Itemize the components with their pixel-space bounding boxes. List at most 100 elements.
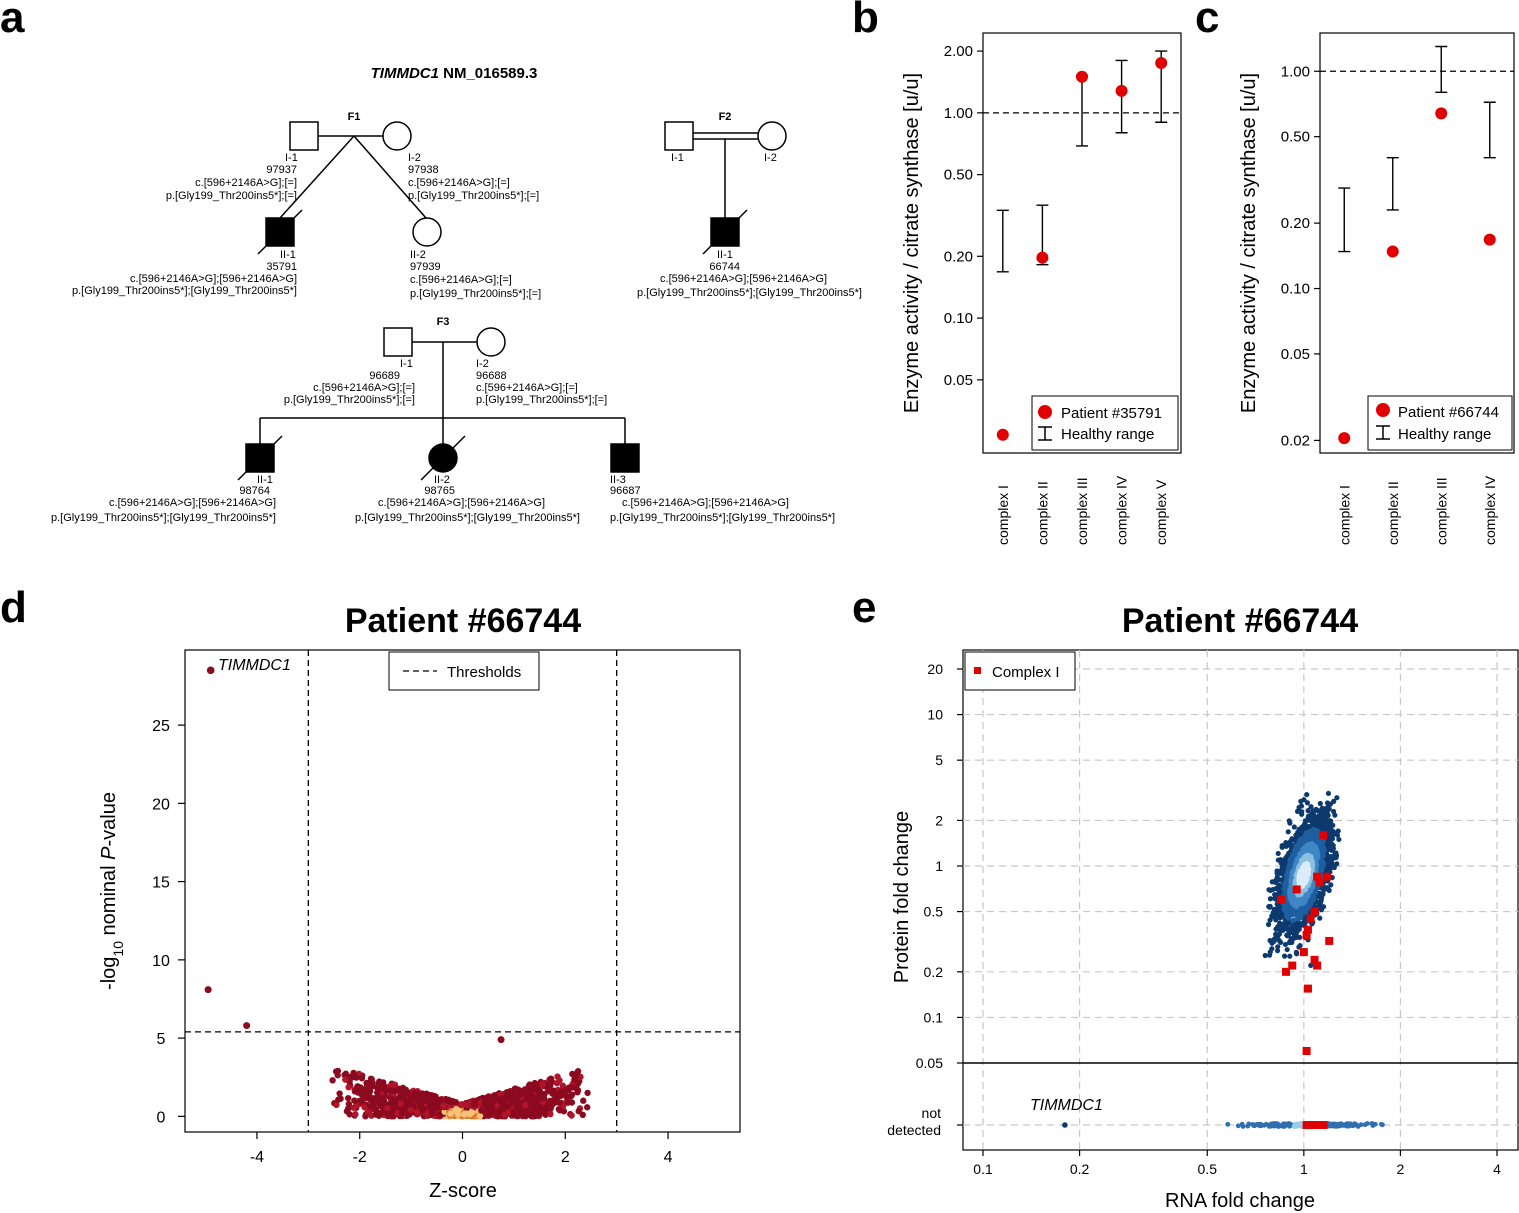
y-axis-label-b: Enzyme activity / citrate synthase [u/u] [901, 73, 923, 413]
svg-text:I-2: I-2 [764, 152, 777, 164]
d-gene-point [433, 1104, 440, 1111]
d-gene-point [342, 1070, 350, 1077]
d-gene-point [413, 1109, 420, 1116]
svg-text:II-2: II-2 [434, 474, 450, 486]
e-not-detected-point [1335, 1123, 1341, 1129]
e-protein-point [1289, 924, 1295, 931]
d-gene-point [414, 1097, 421, 1104]
e-not-detected-point [1379, 1121, 1384, 1127]
svg-text:p.[Gly199_Thr200ins5*];[=]: p.[Gly199_Thr200ins5*];[=] [476, 394, 607, 406]
d-outlier-point [243, 1022, 251, 1030]
pedigree-panel: TIMMDC1 NM_016589.3 F1 F2 F3 [237, 65, 787, 481]
y-axis-label-e: Protein fold change [891, 811, 913, 983]
e-protein-point [1324, 800, 1331, 806]
d-gene-point [489, 1099, 497, 1106]
d-gene-point [402, 1086, 409, 1093]
d-gene-point [545, 1100, 553, 1107]
d-gene-point [367, 1075, 375, 1082]
d-gene-point [484, 1095, 492, 1102]
d-xtick-label: 4 [664, 1149, 673, 1166]
d-gene-point [516, 1109, 524, 1116]
svg-text:I-2: I-2 [408, 152, 421, 164]
f3-ii3-affected-male [610, 443, 640, 473]
svg-text:c.[596+2146A>G];[=]: c.[596+2146A>G];[=] [408, 177, 510, 189]
d-gene-point [536, 1090, 543, 1097]
e-protein-point [1308, 962, 1314, 969]
e-ytick-label: 1 [935, 858, 943, 874]
svg-text:p.[Gly199_Thr200ins5*];[Gly199: p.[Gly199_Thr200ins5*];[Gly199_Thr200ins… [610, 512, 835, 524]
e-ytick-label: 0.5 [924, 904, 944, 920]
d-gene-point [384, 1105, 391, 1112]
d-gene-point [462, 1110, 470, 1117]
svg-text:96688: 96688 [476, 370, 507, 382]
e-complex-i-point [1303, 925, 1312, 934]
d-gene-point [568, 1084, 576, 1091]
x-axis-label-e: RNA fold change [1165, 1190, 1315, 1212]
legend-complex-label: Complex I [992, 664, 1060, 681]
f2-i1-male [664, 121, 694, 151]
pedigree-title: TIMMDC1 NM_016589.3 [371, 65, 538, 82]
d-gene-point [345, 1084, 352, 1091]
panel-label-b: b [852, 0, 879, 42]
d-gene-point [348, 1074, 356, 1081]
e-protein-point [1334, 795, 1340, 801]
svg-text:p.[Gly199_Thr200ins5*];[Gly199: p.[Gly199_Thr200ins5*];[Gly199_Thr200ins… [637, 287, 862, 299]
e-not-detected-point [1353, 1122, 1359, 1128]
e-protein-point [1291, 824, 1297, 830]
svg-text:c.[596+2146A>G];[=]: c.[596+2146A>G];[=] [410, 274, 512, 286]
f1-ii2-female [412, 217, 442, 247]
f3-i2-female [476, 327, 506, 357]
d-gene-point [516, 1091, 523, 1099]
svg-text:c.[596+2146A>G];[596+2146A>G]: c.[596+2146A>G];[596+2146A>G] [660, 273, 827, 285]
c-range-bar [1338, 187, 1351, 253]
d-gene-point [498, 1095, 505, 1102]
d-gene-point [397, 1100, 404, 1107]
d-gene-point [553, 1096, 560, 1103]
e-complex-i-point [1299, 948, 1308, 957]
d-xtick-label: 2 [561, 1149, 570, 1166]
d-gene-point [335, 1096, 342, 1103]
e-highlight-point [1062, 1122, 1068, 1128]
c-range-bar [1483, 101, 1496, 159]
d-gene-point [368, 1094, 375, 1101]
svg-text:II-1: II-1 [717, 249, 733, 261]
b-patient-point [1155, 56, 1168, 69]
d-xtick-label: -4 [250, 1149, 264, 1166]
d-ytick-label: 0 [157, 1109, 166, 1126]
e-complex-i-point [1315, 878, 1324, 887]
d-gene-point [580, 1097, 587, 1104]
e-protein-point [1325, 790, 1332, 797]
svg-text:II-3: II-3 [610, 474, 626, 486]
svg-text:p.[Gly199_Thr200ins5*];[Gly199: p.[Gly199_Thr200ins5*];[Gly199_Thr200ins… [355, 512, 580, 524]
d-gene-point [574, 1089, 581, 1096]
b-ytick-label: 0.05 [944, 372, 973, 389]
d-gene-point [383, 1110, 391, 1117]
d-gene-point [499, 1103, 507, 1111]
d-gene-point [495, 1108, 503, 1116]
d-gene-point [545, 1087, 553, 1094]
family-label-f3: F3 [437, 316, 450, 328]
d-gene-point [553, 1079, 561, 1087]
d-gene-point [351, 1097, 358, 1104]
d-gene-point [390, 1103, 397, 1111]
y-axis-label-d: -log10 nominal P-value [98, 792, 126, 990]
b-range-bar [1076, 74, 1088, 147]
e-protein-point [1285, 829, 1291, 835]
e-not-detected-point [1370, 1123, 1376, 1128]
d-gene-point [361, 1092, 368, 1099]
d-gene-point [376, 1078, 383, 1085]
d-ytick-label: 25 [152, 718, 170, 735]
e-not-detected-point [1239, 1121, 1245, 1127]
d-gene-point [336, 1090, 343, 1097]
svg-text:II-2: II-2 [410, 249, 426, 261]
d-gene-point [395, 1087, 403, 1094]
svg-text:II-1: II-1 [257, 474, 273, 486]
d-ytick-label: 20 [152, 796, 170, 813]
e-not-detected-point [1287, 1122, 1293, 1127]
e-protein-point [1304, 800, 1310, 806]
svg-text:98764: 98764 [239, 485, 270, 497]
e-protein-point [1265, 921, 1272, 928]
c-ytick-label: 0.50 [1281, 129, 1310, 146]
b-patient-point [1115, 84, 1128, 97]
